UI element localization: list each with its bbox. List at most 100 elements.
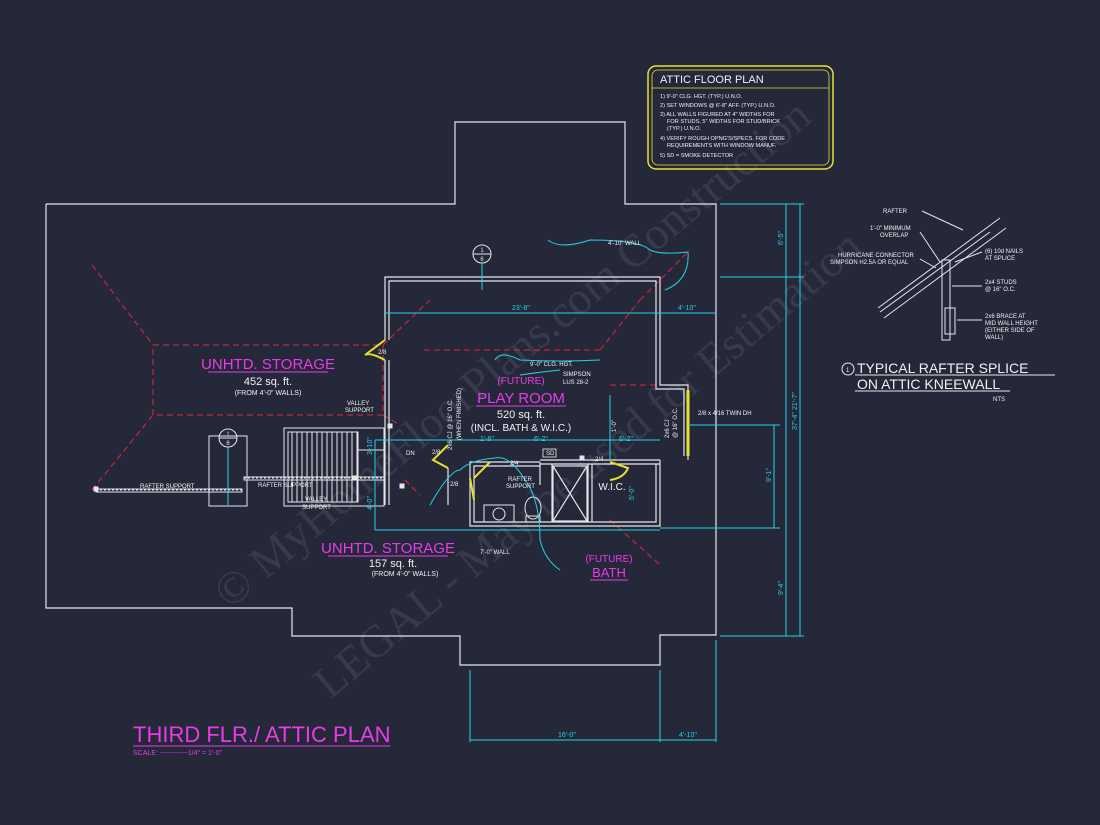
rafter-upper [877, 217, 1001, 309]
note-item: REQUIREMENTS WITH WINDOW MANUF. [667, 143, 777, 149]
dim-21-7: 21'-7" [792, 392, 799, 410]
plan-scale: SCALE: ------------1/4" = 1'-0" [133, 750, 222, 757]
ceiling-joist-note: @ 16" O.C. [673, 407, 679, 438]
callout-studs: 2x4 STUDS [985, 280, 1017, 286]
rafter-upper [883, 227, 1007, 319]
notes-box-border [647, 65, 834, 170]
dim-4-10: 4'-10" [679, 732, 697, 739]
room-name-bath: BATH [592, 565, 626, 580]
detail-number: 1 [846, 368, 850, 374]
simpson-note: LUS 28-2 [563, 380, 589, 386]
stair [283, 427, 385, 507]
window-label: 2/8 x 4/16 TWIN DH [698, 411, 752, 417]
room-tag-play-room: (FUTURE) [497, 376, 544, 387]
callout-brace: WALL) [985, 335, 1003, 341]
section-marker-sheet: 6 [480, 257, 484, 263]
note-item: (TYP.) U.N.O. [667, 126, 702, 132]
dim-6-2: 6'-2" [619, 436, 633, 443]
callout-hurricane: SIMPSON H2.5A OR EQUAL [830, 260, 909, 266]
note-item: 3) ALL WALLS FIGURED AT 4" WIDTHS FOR [660, 112, 775, 118]
dim-37-4: 37'-4" [792, 412, 799, 430]
note-item: 5) SD = SMOKE DETECTOR [660, 153, 733, 159]
bath-wall-inner [473, 465, 540, 500]
toilet-tank [525, 515, 541, 523]
bath-enclosure [469, 460, 661, 527]
ceiling-joist-note: 2x6 CJ @ 16" O.C. [448, 399, 454, 450]
room-name-storage-small: UNHTD. STORAGE [321, 540, 455, 557]
simpson-note: SIMPSON [563, 372, 591, 378]
door-size: 2/8 [450, 482, 459, 488]
dim-9-4: 9'-4" [778, 581, 785, 595]
post [399, 483, 405, 489]
valley-support-label: SUPPORT [302, 505, 331, 511]
rafter-support-label: SUPPORT [506, 484, 535, 490]
callout-studs: @ 16" O.C. [985, 287, 1016, 293]
rafter-support-label: RAFTER [508, 477, 533, 483]
valley-support-label: VALLEY [347, 401, 369, 407]
kneewall-stud [941, 259, 951, 341]
dimension-text: 23'-8" 4'-10" 16'-0" 4'-10" 6'-5" 21'-7"… [367, 231, 799, 739]
plan-title-block: THIRD FLR./ ATTIC PLAN SCALE: ----------… [133, 722, 391, 757]
detail-number-icon [841, 362, 855, 376]
door-wic [609, 461, 630, 481]
leader-curve [547, 239, 689, 291]
callout-leader [919, 258, 937, 269]
room-tag-bath: (FUTURE) [585, 554, 632, 565]
shower [552, 465, 588, 522]
attic-notes-box: ATTIC FLOOR PLAN 1) 9'-0" CLG. HGT. (TYP… [647, 65, 834, 170]
detail-title: TYPICAL RAFTER SPLICE [857, 360, 1028, 376]
section-marker-number: 1 [226, 432, 230, 438]
room-area: 520 sq. ft. [497, 409, 545, 421]
dim-23-8: 23'-8" [512, 305, 530, 312]
room-note: (INCL. BATH & W.I.C.) [471, 423, 571, 434]
note-item: 1) 9'-0" CLG. HGT. (TYP.) U.N.O. [660, 94, 743, 100]
valley-support-label: VALLEY [305, 497, 327, 503]
leader-curve [494, 354, 601, 362]
annotations: VALLEY SUPPORT VALLEY SUPPORT RAFTER SUP… [140, 241, 752, 556]
room-labels: UNHTD. STORAGE 452 sq. ft. (FROM 4'-0" W… [201, 356, 633, 581]
shower-x [552, 465, 588, 522]
valley-line [382, 414, 401, 426]
room-name-storage-main: UNHTD. STORAGE [201, 356, 335, 373]
sink [492, 507, 506, 521]
storage-ridge [152, 344, 384, 416]
post [579, 455, 585, 461]
bath-enclosure-inner [473, 464, 657, 523]
room-note: (FROM 4'-0" WALLS) [235, 390, 302, 397]
note-item: FOR STUDS, 5" WIDTHS FOR STUD/BRICK [667, 119, 780, 125]
stair-outline [283, 427, 385, 507]
door-stair [431, 444, 449, 469]
section-marker-sheet: 6 [226, 441, 230, 447]
brace [944, 307, 956, 335]
door-size: 2/4 [595, 457, 604, 463]
leader-curve [429, 457, 561, 571]
rafter-splice-detail [841, 210, 1055, 392]
callout-leader [919, 231, 941, 263]
play-room-wall-inner [388, 280, 685, 456]
valley-line [404, 479, 421, 496]
smoke-detector-box [542, 448, 557, 458]
dim-4-0: 4'-0" [367, 496, 374, 510]
exterior-outline [45, 121, 717, 666]
dim-4-10: 4'-10" [678, 305, 696, 312]
rafter-supports [93, 423, 585, 493]
detail-title: ON ATTIC KNEEWALL [857, 376, 1000, 392]
clg-hgt-note: 9'-0" CLG. HGT. [530, 362, 573, 368]
door-storage [364, 339, 386, 361]
callout-leader [954, 251, 983, 263]
callout-overlap: 1'-0" MINIMUM [870, 226, 911, 232]
dim-1-8: 1'-8" [480, 436, 494, 443]
callout-hurricane: HURRICANE CONNECTOR [838, 253, 915, 259]
exterior-walls [45, 121, 717, 666]
notes-title: ATTIC FLOOR PLAN [660, 74, 764, 86]
valley-line [599, 299, 641, 351]
plan-title: THIRD FLR./ ATTIC PLAN [133, 722, 391, 747]
callout-brace: 2x6 BRACE AT [985, 314, 1026, 320]
room-area: 157 sq. ft. [369, 558, 417, 570]
valley-line [91, 414, 154, 491]
bath-fixtures [483, 496, 542, 523]
toilet [524, 496, 542, 520]
dim-6-2: 6'-2" [534, 436, 548, 443]
